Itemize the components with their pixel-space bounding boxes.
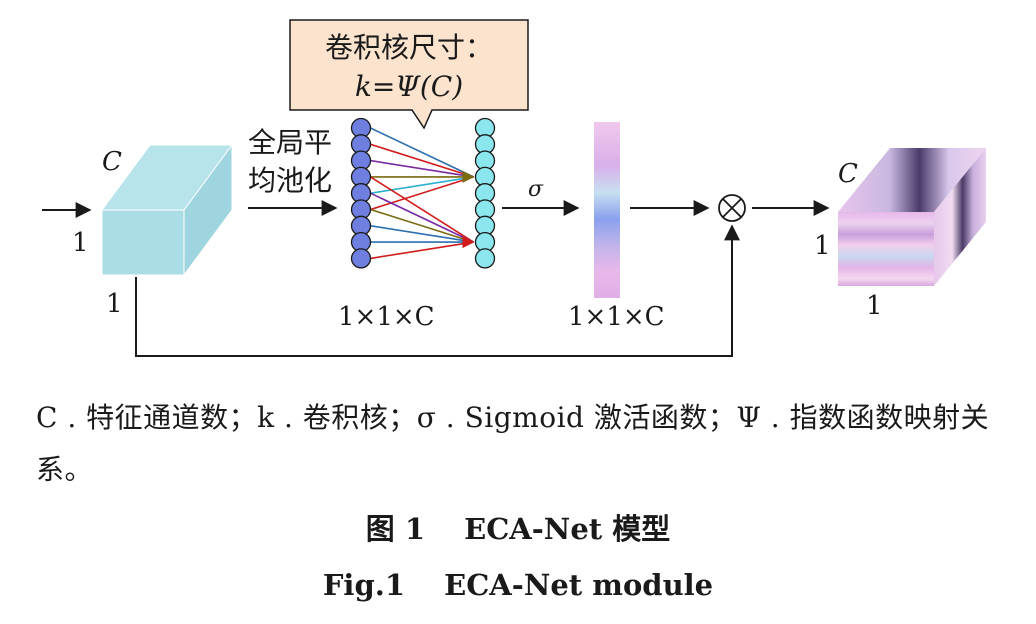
edge-arrowhead: [462, 236, 475, 249]
conv-edge: [370, 208, 474, 243]
conv-output-node: [474, 248, 496, 269]
pooled-feature-nodes: [350, 117, 372, 269]
output-c-label: C: [838, 159, 858, 189]
skip-connection-arrow: [135, 224, 740, 357]
gap-label-line2: 均池化: [248, 164, 332, 197]
conv-edge: [370, 241, 474, 260]
multiply-icon: [718, 194, 746, 222]
sigma-label: σ: [528, 177, 544, 202]
conv-edge: [370, 225, 474, 243]
callout-line1: 卷积核尺寸：: [325, 31, 493, 64]
input-h-label: 1: [72, 228, 89, 258]
conv-edge: [370, 176, 474, 194]
channel-weights-bar: [594, 122, 620, 298]
conv1d-edges: [370, 127, 475, 260]
legend-text: C . 特征通道数；k . 卷积核；σ . Sigmoid 激活函数；Ψ . 指…: [36, 401, 990, 486]
conv-edge: [370, 192, 474, 243]
caption-english: Fig.1 ECA-Net module: [322, 568, 714, 602]
edge-arrowhead: [462, 170, 475, 183]
output-w-label: 1: [866, 291, 883, 321]
pooled-node: [350, 248, 372, 269]
kernel-size-callout: 卷积核尺寸： k=Ψ(C): [289, 19, 529, 130]
callout-line2: k=Ψ(C): [355, 70, 463, 103]
conv-edge: [370, 143, 474, 178]
output-h-label: 1: [814, 231, 831, 261]
eca-net-diagram: 卷积核尺寸： k=Ψ(C) C 1 1 全局平 均池化 1×1×C σ 1×1×…: [42, 19, 986, 357]
output-feature-block: [838, 148, 986, 286]
conv-output-nodes: [474, 117, 496, 269]
conv-edge: [370, 176, 474, 211]
weights-size-label: 1×1×C: [568, 302, 665, 332]
input-w-label: 1: [106, 289, 123, 319]
fc-size-label: 1×1×C: [338, 302, 435, 332]
conv-edge: [370, 176, 474, 243]
conv-edge: [370, 127, 474, 178]
caption-chinese: 图 1 ECA-Net 模型: [365, 512, 671, 546]
conv-edge: [370, 159, 474, 178]
input-c-label: C: [102, 147, 122, 177]
gap-label-line1: 全局平: [248, 126, 332, 159]
input-feature-block: [101, 143, 233, 277]
